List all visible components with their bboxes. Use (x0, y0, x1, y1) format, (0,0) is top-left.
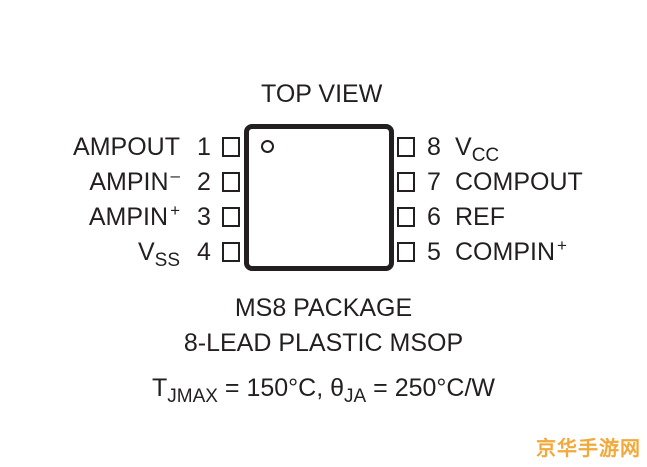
pin-number-3: 3 (197, 203, 211, 231)
pin-pad-7 (397, 172, 415, 192)
pin-number-5: 5 (427, 238, 441, 266)
ic-package-body (244, 124, 394, 271)
pin-label-4: VSS (137, 238, 180, 272)
view-label: TOP VIEW (261, 80, 383, 108)
pin-label-7: COMPOUT (455, 168, 583, 196)
pin-label-8: VCC (455, 133, 500, 167)
pin-label-1: AMPOUT (73, 133, 180, 161)
package-description: 8-LEAD PLASTIC MSOP (183, 329, 464, 357)
thermal-spec: TJMAX = 150°C, θJA = 250°C/W (151, 374, 495, 408)
pin-pad-6 (397, 207, 415, 227)
pin-pad-1 (222, 137, 240, 157)
pin-pad-2 (222, 172, 240, 192)
package-name: MS8 PACKAGE (234, 294, 413, 322)
pin-number-4: 4 (197, 238, 211, 266)
pin-pad-4 (222, 242, 240, 262)
pin-number-8: 8 (427, 133, 441, 161)
pin-pad-3 (222, 207, 240, 227)
pin-number-7: 7 (427, 168, 441, 196)
pin-number-1: 1 (197, 133, 211, 161)
pin1-indicator-dot (261, 140, 274, 153)
pin-label-3: AMPIN+ (88, 201, 180, 231)
pin-number-2: 2 (197, 168, 211, 196)
pin-label-6: REF (455, 203, 505, 231)
pin-label-5: COMPIN+ (455, 236, 567, 266)
watermark-logo: 京华手游网 (536, 436, 641, 460)
pin-pad-5 (397, 242, 415, 262)
pin-number-6: 6 (427, 203, 441, 231)
pin-label-2: AMPIN– (89, 166, 180, 196)
pin-pad-8 (397, 137, 415, 157)
